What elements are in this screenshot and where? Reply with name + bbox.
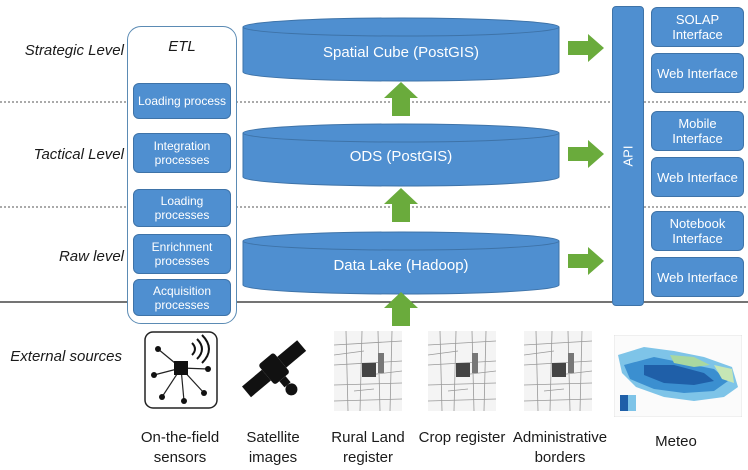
level-label-raw: Raw level: [58, 248, 124, 265]
source-caption-crop: Crop register: [418, 429, 506, 446]
etl-acquisition-processes[interactable]: Acquisition processes: [133, 279, 231, 316]
arrow-ods-to-api: [568, 140, 604, 168]
web-interface-strategic[interactable]: Web Interface: [651, 53, 744, 93]
source-caption-administrative: Administrative borders: [512, 429, 608, 466]
source-caption-sensors: On-the-field sensors: [140, 429, 220, 466]
etl-container: [127, 26, 237, 324]
level-label-strategic: Strategic Level: [24, 42, 124, 59]
etl-title: ETL: [168, 38, 196, 55]
level-label-external: External sources: [10, 348, 122, 365]
ods-cylinder: [242, 123, 560, 187]
source-caption-rural-land: Rural Land register: [331, 429, 405, 466]
satellite-icon: [241, 340, 307, 398]
etl-enrichment-processes[interactable]: Enrichment processes: [133, 234, 231, 274]
data-lake-cylinder: [242, 231, 560, 295]
map-icon: [428, 331, 496, 411]
level-label-tactical: Tactical Level: [33, 146, 124, 163]
arrow-lake-to-api: [568, 247, 604, 275]
etl-loading-processes[interactable]: Loading processes: [133, 189, 231, 227]
notebook-interface[interactable]: Notebook Interface: [651, 211, 744, 251]
sensor-network-icon: [144, 331, 218, 409]
source-caption-satellite: Satellite images: [246, 429, 300, 466]
ods-label: ODS (PostGIS): [349, 148, 453, 165]
arrow-sources-to-lake: [384, 292, 418, 326]
arrow-ods-to-cube: [384, 82, 418, 116]
data-lake-label: Data Lake (Hadoop): [333, 257, 469, 274]
map-icon: [334, 331, 402, 411]
etl-loading-process[interactable]: Loading process: [133, 83, 231, 119]
map-icon: [524, 331, 592, 411]
right-arrows: [568, 34, 604, 275]
solap-interface[interactable]: SOLAP Interface: [651, 7, 744, 47]
api-label: API: [620, 145, 636, 167]
etl-integration-processes[interactable]: Integration processes: [133, 133, 231, 173]
web-interface-tactical[interactable]: Web Interface: [651, 157, 744, 197]
web-interface-raw[interactable]: Web Interface: [651, 257, 744, 297]
arrow-cube-to-api: [568, 34, 604, 62]
mobile-interface[interactable]: Mobile Interface: [651, 111, 744, 151]
source-caption-meteo: Meteo: [655, 433, 697, 450]
spatial-cube-label: Spatial Cube (PostGIS): [323, 44, 479, 61]
arrow-lake-to-ods: [384, 188, 418, 222]
api-bar[interactable]: [612, 6, 644, 306]
up-arrows: [384, 82, 418, 326]
spatial-cube-cylinder: [242, 17, 560, 82]
heatmap-map-icon: [614, 335, 742, 417]
